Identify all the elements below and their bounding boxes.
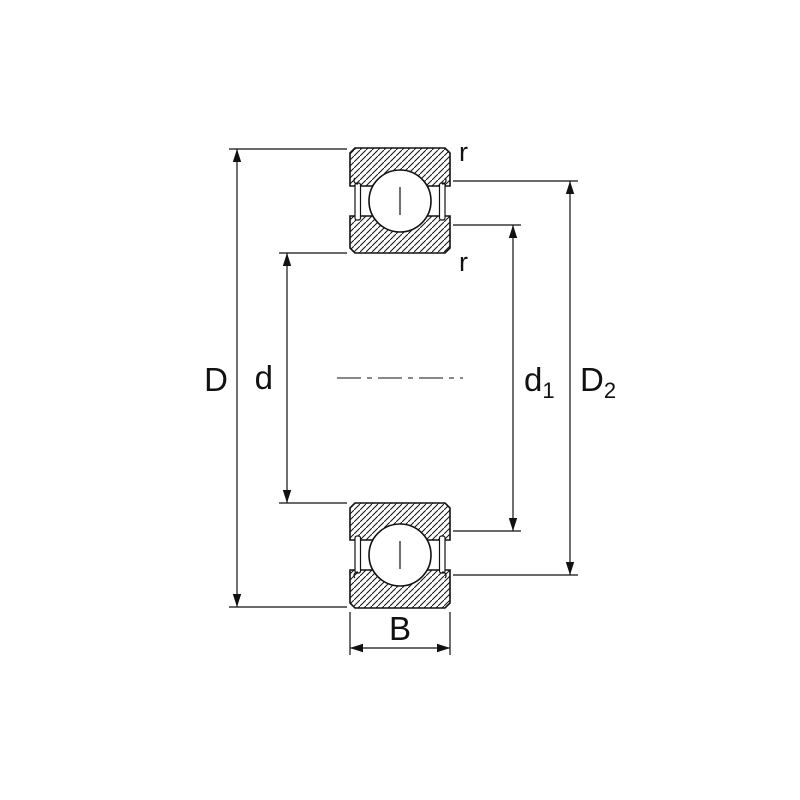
arrow-down	[232, 594, 242, 607]
label-D: D	[204, 361, 228, 398]
shield-top-left	[354, 182, 362, 221]
label-d: d	[255, 359, 273, 396]
dimension-D2: D2	[453, 180, 616, 576]
arrow-up	[565, 181, 575, 194]
label-D2-base: D	[580, 361, 604, 398]
arrow-left	[350, 643, 363, 653]
label-d1-base: d	[524, 361, 542, 398]
label-d1: d1	[524, 361, 555, 403]
arrow-up	[282, 253, 292, 266]
shield-anchor-bottom-right	[441, 571, 447, 579]
shield-anchor-top-right	[441, 177, 447, 185]
shield-top-right	[438, 182, 446, 221]
outer-ring-bottom	[349, 569, 451, 609]
arrow-down	[508, 518, 518, 531]
dimension-bore-diameter: d	[255, 252, 347, 504]
arrow-right	[437, 643, 450, 653]
label-D2-subscript: 2	[604, 378, 616, 403]
shield-anchor-bottom-left	[353, 571, 359, 579]
bearing-cross-section	[349, 147, 451, 609]
arrow-up	[232, 149, 242, 162]
label-r-outer: r	[459, 137, 468, 167]
shield-bottom-right	[438, 535, 446, 574]
dimension-width: B	[349, 610, 451, 655]
dimension-outer-diameter: D	[204, 148, 347, 608]
label-B: B	[389, 610, 411, 647]
outer-ring-top	[349, 147, 451, 187]
label-D2: D2	[580, 361, 616, 403]
arrow-down	[565, 562, 575, 575]
inner-ring-bottom	[349, 502, 451, 541]
dimension-d1: d1	[453, 224, 555, 532]
label-d1-subscript: 1	[542, 378, 554, 403]
arrow-up	[508, 225, 518, 238]
arrow-down	[282, 490, 292, 503]
shield-anchor-top-left	[353, 177, 359, 185]
label-r-inner: r	[459, 247, 468, 277]
inner-ring-top	[349, 215, 451, 254]
shield-bottom-left	[354, 535, 362, 574]
